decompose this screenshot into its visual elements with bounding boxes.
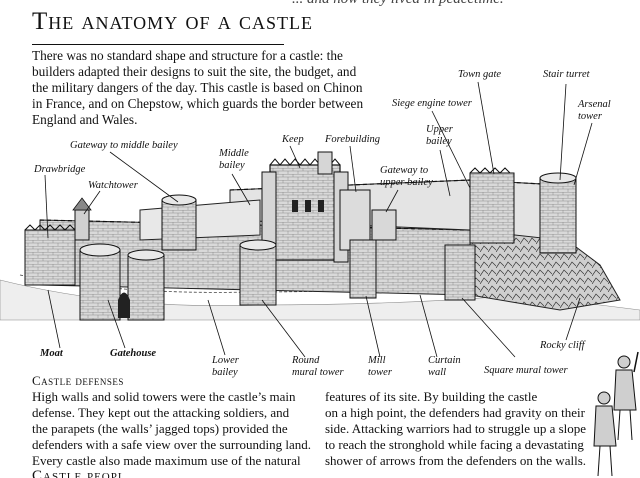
text-line: on a high point, the defenders had gravi… [325,405,585,420]
text-line: the parapets (the walls’ jagged tops) pr… [32,421,288,436]
next-section-heading: Castle peopl... [32,468,140,478]
label-gatehouse: Gatehouse [110,348,157,359]
castle-illustration [0,151,640,321]
defenses-text-right: features of its site. By building the ca… [325,389,586,469]
intro-line: in France, and on Chepstow, which guards… [32,96,364,111]
label-drawbridge: Drawbridge [34,164,86,175]
text-line: shower of arrows from the defenders on t… [325,453,587,468]
page-title: The anatomy of a castle [32,8,313,35]
intro-line: England and Wales. [32,112,138,127]
text-line: Every castle also made maximum use of th… [32,453,301,468]
label-gateway-middle-bailey: Gateway to middle bailey [70,140,178,151]
label-moat: Moat [40,348,63,359]
castle-defenses-heading: Castle defenses [32,373,124,388]
label-watchtower: Watchtower [88,180,138,191]
text-line: side. Attacking warriors had to struggle… [325,421,587,436]
soldiers-illustration [593,351,639,477]
title-underline [32,44,284,45]
text-line: features of its site. By building the ca… [325,389,538,404]
text-line: defenders with a safe view over the surr… [32,437,312,452]
text-line: defense. They kept out the attacking sol… [32,405,290,420]
label-keep: Keep [282,134,304,145]
label-siege-engine-tower: Siege engine tower [392,98,472,109]
intro-line: the military dangers of the day. This ca… [32,80,363,95]
intro-paragraph: There was no standard shape and structur… [32,48,382,128]
text-line: to reach the stronghold while facing a d… [325,437,584,452]
previous-section-fragment: ... and how they lived in peacetime. [292,0,504,8]
label-rocky-cliff: Rocky cliff [540,340,585,351]
label-square-mural-tower: Square mural tower [484,365,568,376]
text-line: High walls and solid towers were the cas… [32,389,296,404]
label-stair-turret: Stair turret [543,69,590,80]
intro-line: builders adapted their designs to suit t… [32,64,357,79]
intro-line: There was no standard shape and structur… [32,48,343,63]
label-forebuilding: Forebuilding [325,134,381,145]
label-town-gate: Town gate [458,69,502,80]
defenses-text-left: High walls and solid towers were the cas… [32,389,311,469]
